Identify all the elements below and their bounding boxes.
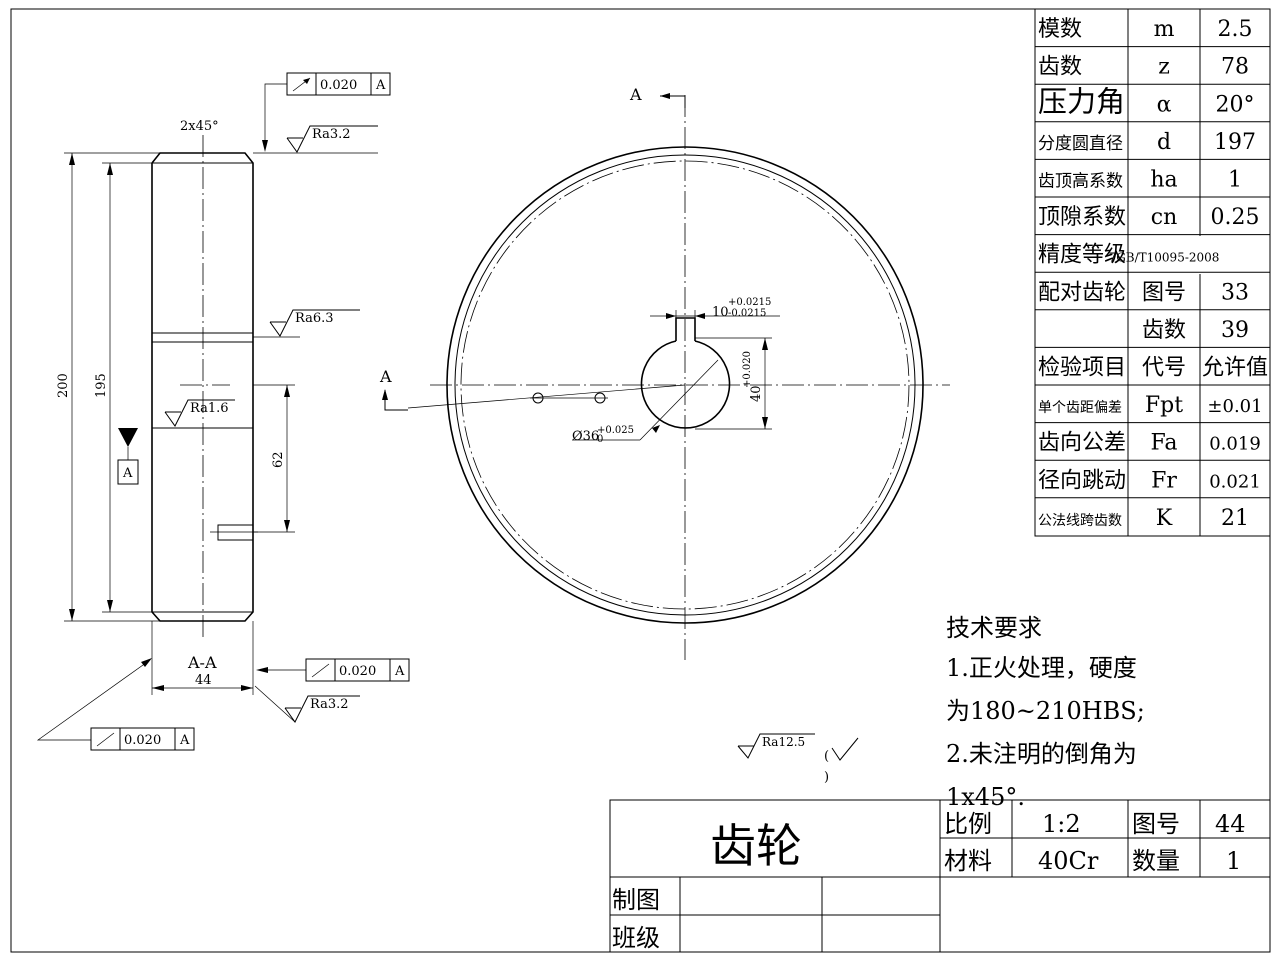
chamfer-label: 2x45°	[180, 119, 219, 134]
tech-line-2: 为180~210HBS;	[946, 697, 1145, 725]
dim-key-width: 10	[712, 305, 729, 320]
parameter-table: 模数 m 2.5 齿数 z 78 压力角 α 20° 分度圆直径 d 197 齿顶高系数 ha 1 顶隙系数 c…	[1034, 8, 1271, 537]
dim-195: 195	[94, 373, 109, 398]
param-symbol-2: α	[1157, 92, 1172, 117]
drawing-no-value: 44	[1215, 810, 1246, 838]
runout-right-value: 0.020	[339, 664, 376, 679]
param-symbol-5: cn	[1151, 205, 1178, 230]
roughness-ra63: Ra6.3	[295, 311, 334, 326]
param-name-4: 齿顶高系数	[1038, 171, 1123, 191]
roughness-ra32-bottom: Ra3.2	[310, 697, 349, 712]
runout-top-value: 0.020	[320, 78, 357, 93]
param-value-12: 0.021	[1209, 471, 1261, 492]
param-value-7: 33	[1221, 280, 1249, 305]
param-value-8: 39	[1221, 318, 1249, 343]
param-name-7: 配对齿轮	[1038, 280, 1126, 305]
param-name-12: 径向跳动	[1038, 468, 1126, 493]
tech-line-3: 2.未注明的倒角为	[946, 740, 1137, 768]
param-symbol-8: 齿数	[1142, 318, 1186, 343]
param-name-10: 单个齿距偏差	[1038, 400, 1122, 416]
drawn-label: 制图	[612, 886, 660, 914]
runout-bottom-value: 0.020	[124, 733, 161, 748]
technical-requirements: 技术要求 1.正火处理，硬度 为180~210HBS; 2.未注明的倒角为 1x…	[946, 614, 1145, 811]
svg-text:(: (	[824, 749, 829, 764]
section-label: A-A	[187, 653, 217, 672]
gear-outline	[151, 152, 254, 622]
runout-right-datum: A	[394, 664, 405, 679]
param-symbol-7: 图号	[1142, 280, 1186, 305]
material-label: 材料	[944, 847, 992, 875]
dim-200: 200	[56, 373, 71, 398]
svg-text:Ra12.5: Ra12.5	[762, 735, 805, 749]
tech-title: 技术要求	[946, 614, 1042, 642]
general-roughness: Ra12.5 ( )	[737, 733, 859, 785]
runout-bottom-datum: A	[179, 733, 190, 748]
bore-keyway	[640, 340, 731, 429]
material-value: 40Cr	[1038, 847, 1099, 875]
param-name-5: 顶隙系数	[1038, 205, 1126, 230]
svg-text:+0.0215: +0.0215	[728, 297, 771, 308]
svg-text:-0.0215: -0.0215	[728, 308, 766, 319]
param-value-13: 21	[1221, 506, 1249, 531]
roughness-ra16: Ra1.6	[190, 401, 229, 416]
param-symbol-9: 代号	[1142, 355, 1186, 380]
dim-44: 44	[195, 673, 212, 688]
datum-a: A	[122, 466, 133, 481]
param-symbol-6: 7GB/T10095-2008	[1109, 251, 1220, 265]
dim-bore: Ø36	[572, 429, 599, 444]
svg-text:0: 0	[597, 434, 603, 445]
class-label: 班级	[612, 924, 660, 952]
param-value-3: 197	[1214, 130, 1256, 155]
param-symbol-11: Fa	[1151, 431, 1178, 456]
svg-text:+0.020: +0.020	[742, 351, 753, 388]
param-value-1: 78	[1221, 55, 1249, 80]
qty-value: 1	[1226, 847, 1241, 875]
section-view: 2x45° 200 195 62 44 A-A A	[36, 72, 410, 751]
pitch-circle	[460, 160, 910, 610]
param-name-9: 检验项目	[1038, 355, 1126, 380]
param-value-0: 2.5	[1218, 17, 1253, 42]
part-name: 齿轮	[710, 819, 802, 873]
param-symbol-4: ha	[1150, 167, 1177, 192]
param-name-2: 压力角	[1038, 84, 1125, 118]
param-value-9: 允许值	[1202, 355, 1268, 380]
param-symbol-3: d	[1157, 130, 1171, 155]
param-name-11: 齿向公差	[1038, 431, 1126, 456]
param-value-5: 0.25	[1211, 205, 1260, 230]
param-symbol-13: K	[1156, 506, 1173, 531]
roughness-ra32-top: Ra3.2	[312, 127, 351, 142]
front-view: A A 10 +0.0215 -0.0215 40 +0.020 Ø36 +0.…	[379, 85, 950, 660]
title-block: 齿轮 比例 1:2 图号 44 材料 40Cr 数量 1 制图 班级	[609, 799, 1271, 953]
tech-line-4: 1x45°.	[946, 783, 1025, 811]
param-symbol-10: Fpt	[1145, 393, 1183, 418]
param-symbol-0: m	[1154, 17, 1175, 42]
param-name-3: 分度圆直径	[1038, 134, 1123, 154]
svg-text:+0.025: +0.025	[597, 425, 634, 436]
scale-label: 比例	[944, 810, 992, 838]
drawing-no-label: 图号	[1132, 810, 1180, 838]
runout-top-datum: A	[375, 78, 386, 93]
param-value-11: 0.019	[1209, 434, 1261, 455]
svg-text:): )	[824, 770, 829, 785]
param-name-13: 公法线跨齿数	[1038, 513, 1122, 529]
param-value-4: 1	[1228, 167, 1242, 192]
qty-label: 数量	[1132, 847, 1180, 875]
param-name-1: 齿数	[1038, 55, 1082, 80]
param-name-0: 模数	[1038, 17, 1082, 42]
param-value-2: 20°	[1216, 92, 1255, 117]
param-name-6: 精度等级	[1038, 243, 1126, 268]
param-value-10: ±0.01	[1207, 396, 1262, 417]
param-symbol-12: Fr	[1151, 468, 1177, 493]
section-mark-a-left: A	[379, 367, 392, 386]
dim-62: 62	[271, 451, 286, 468]
section-mark-a-top: A	[629, 85, 642, 104]
tech-line-1: 1.正火处理，硬度	[946, 654, 1137, 682]
scale-value: 1:2	[1042, 810, 1081, 838]
param-symbol-1: z	[1158, 55, 1170, 80]
dim-keyway-height: 40	[749, 385, 764, 402]
